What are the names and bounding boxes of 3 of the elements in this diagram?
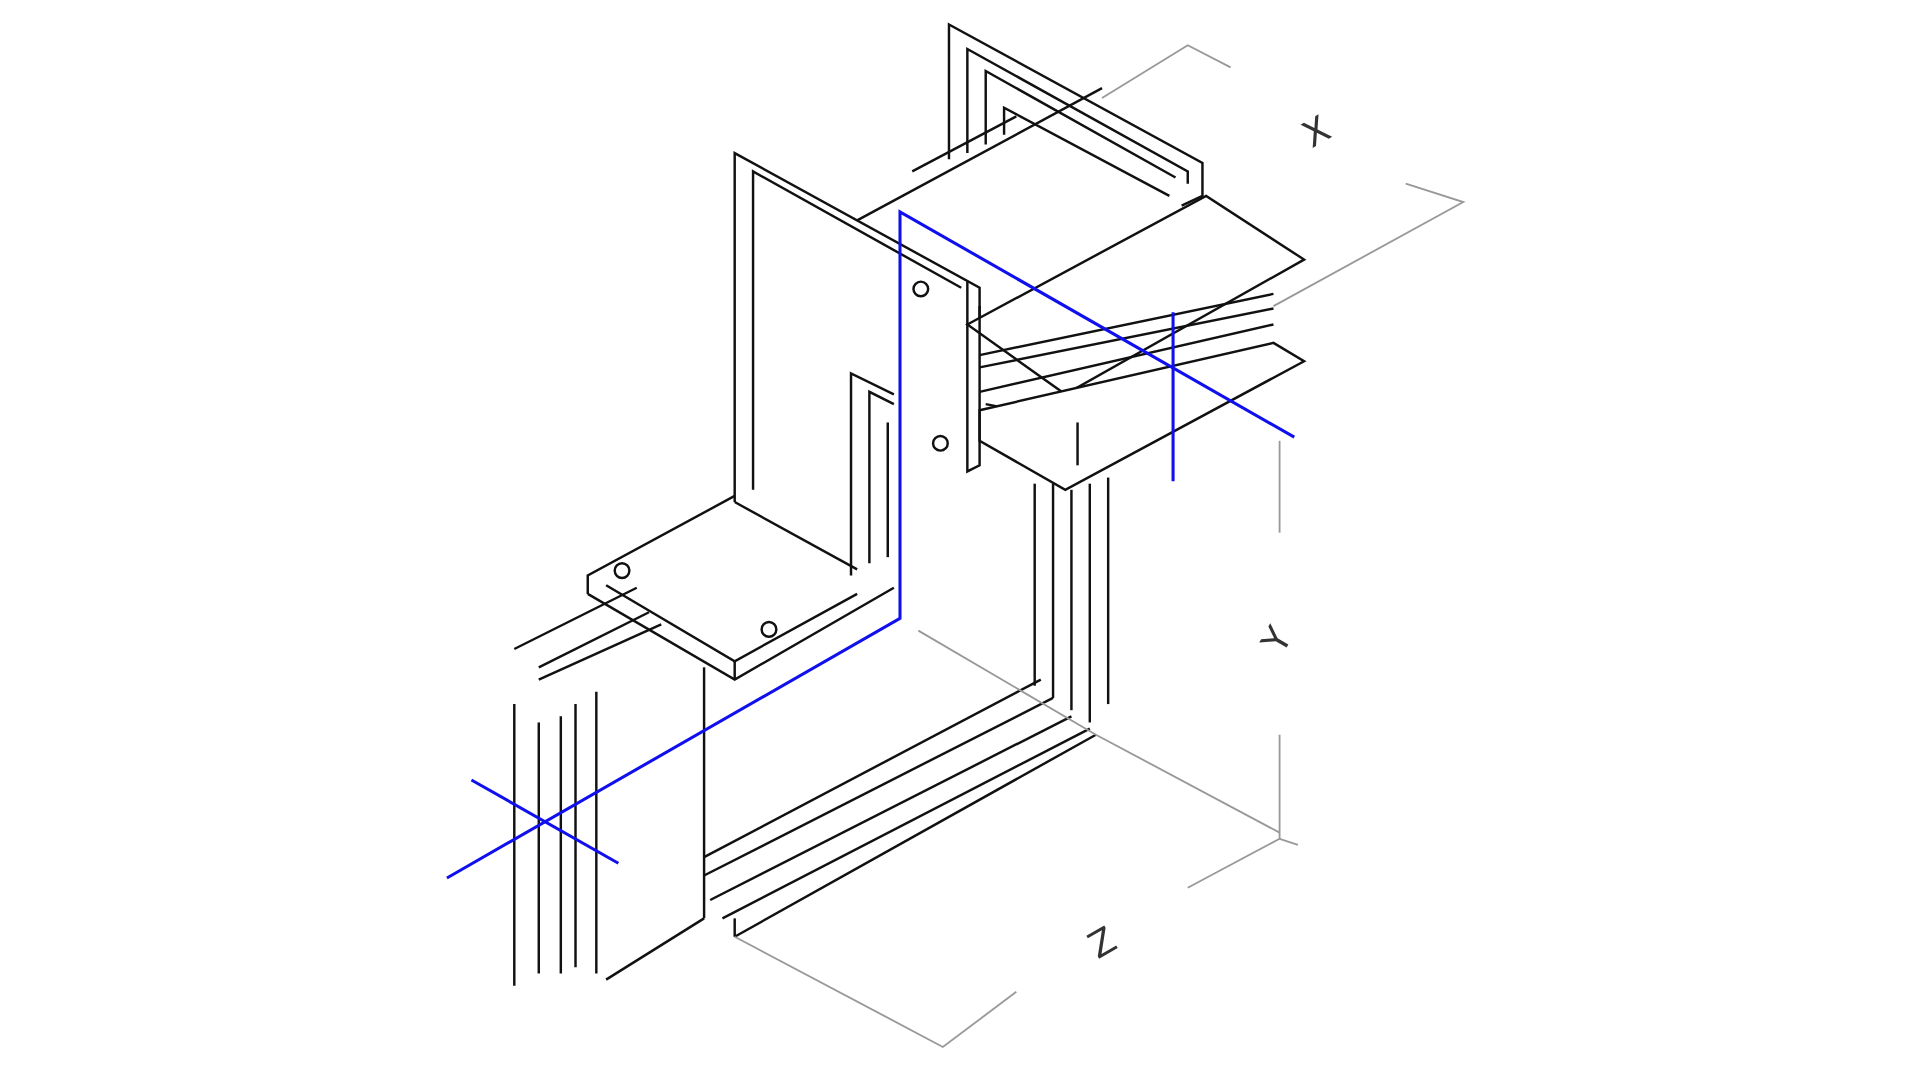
dimension-label: X (1296, 110, 1336, 154)
dimension-label: Z (1082, 921, 1122, 965)
dimension-label: Y (1255, 621, 1299, 659)
